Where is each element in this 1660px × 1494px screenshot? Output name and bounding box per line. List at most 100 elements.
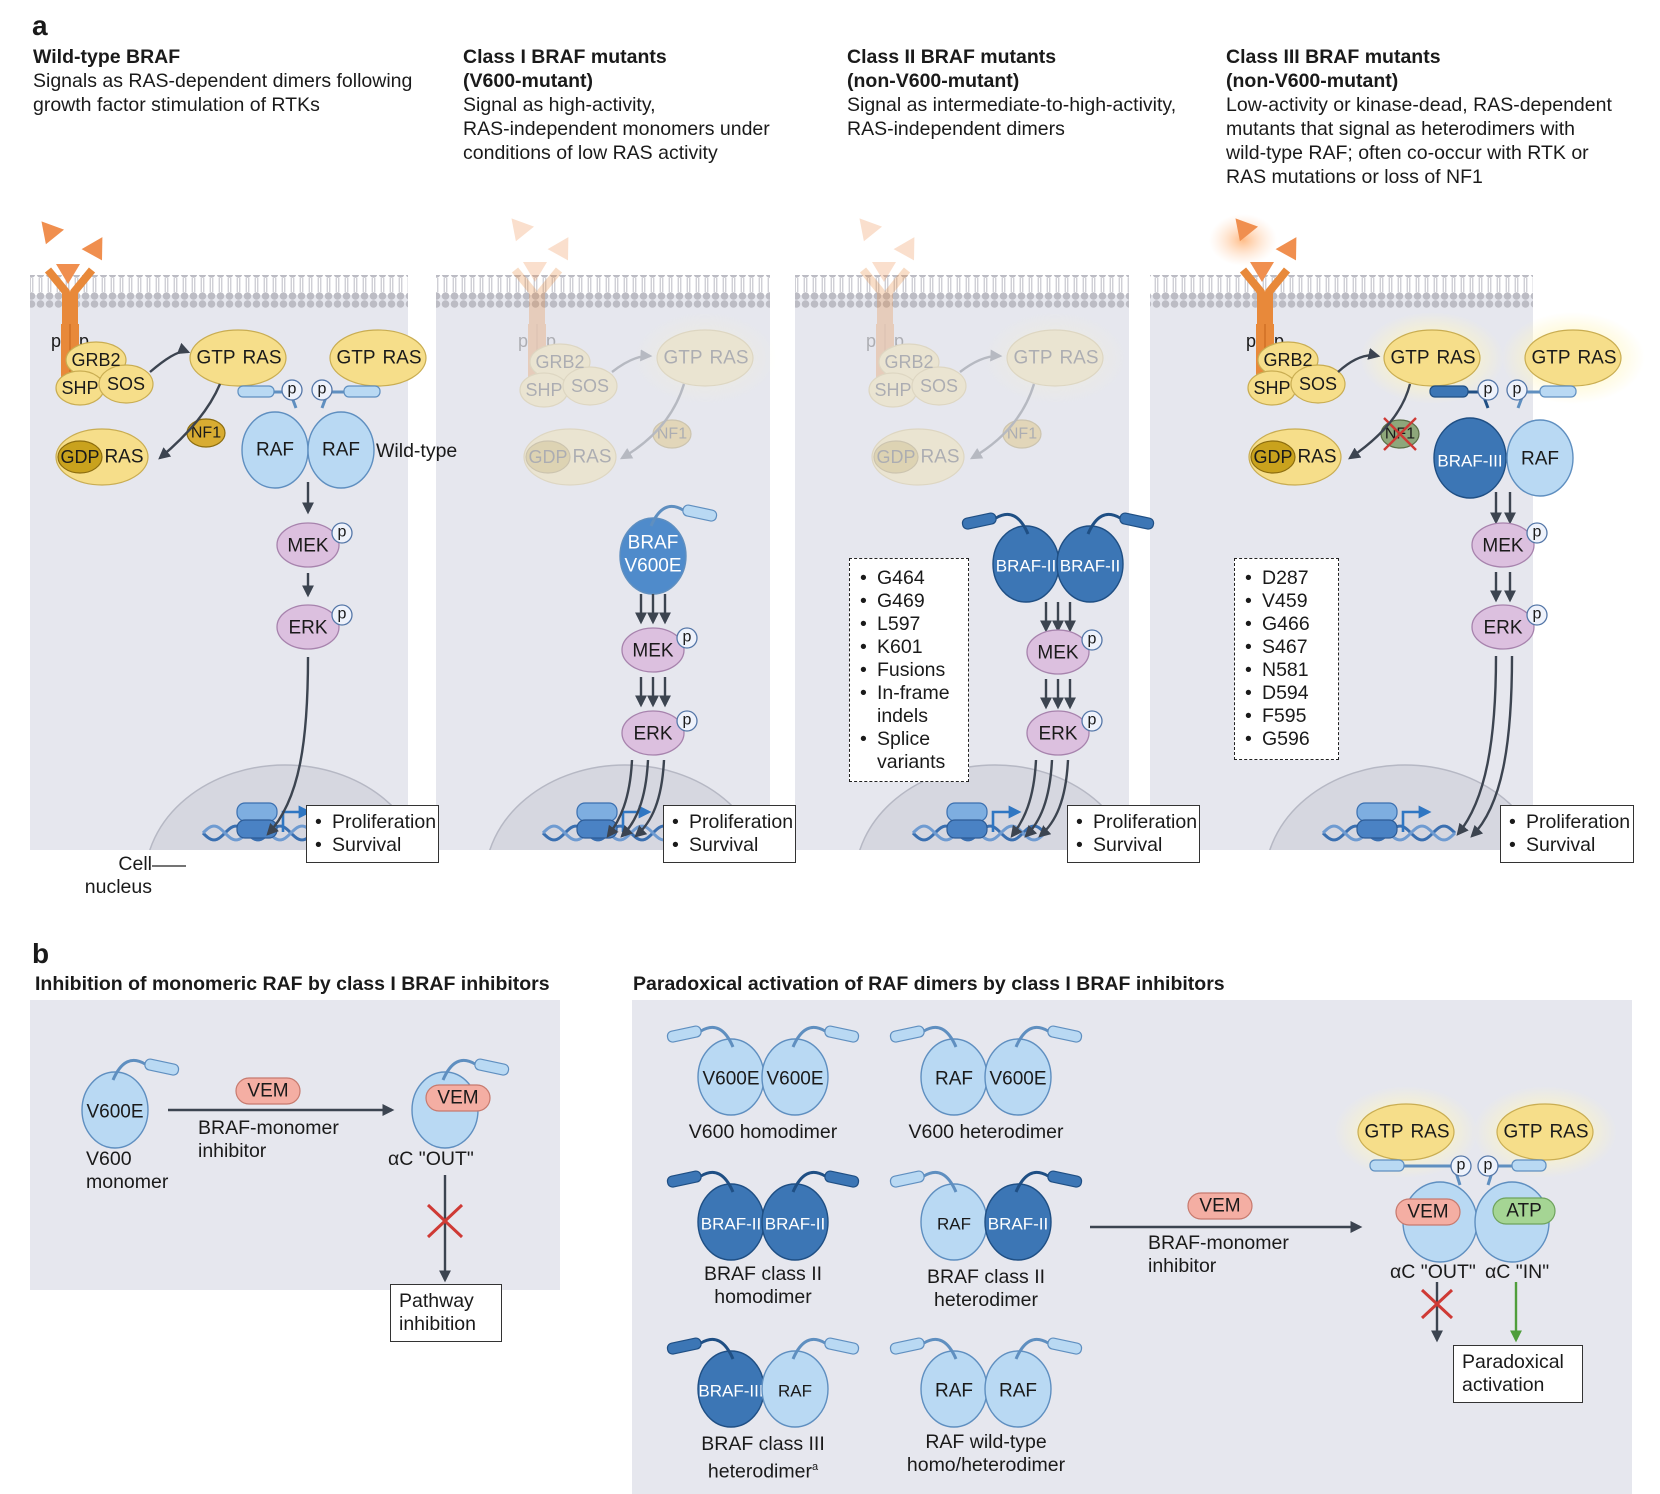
shp-label: SHP xyxy=(1253,378,1290,398)
gtp-ras-blob xyxy=(1357,1103,1455,1161)
raf-kinase-domain xyxy=(761,1038,829,1116)
ras-binding-domain xyxy=(666,1337,702,1355)
ras-active-glow xyxy=(633,312,777,404)
phospho-site: p xyxy=(311,379,333,401)
column-description-line: RAS-independent dimers xyxy=(847,118,1065,140)
outcome-item: Proliferation xyxy=(1509,811,1630,834)
raf-linker xyxy=(1014,1171,1049,1193)
phospho-circle xyxy=(1506,379,1528,401)
panel-b-label: b xyxy=(32,938,50,969)
atp-bound-tag: ATP xyxy=(1492,1197,1556,1225)
raf-kinase-domain xyxy=(761,1183,829,1261)
phospho-label: p xyxy=(318,381,327,398)
sos-blob xyxy=(911,366,967,406)
sos-label: SOS xyxy=(107,374,145,394)
phospho-circle xyxy=(1477,1155,1499,1177)
growth-factor-ligand xyxy=(547,237,569,261)
raf-kinase-domain xyxy=(984,1183,1052,1261)
dimer-caption-2: V600 heterodimer xyxy=(886,1121,1086,1144)
gtp-ras-blob xyxy=(656,329,754,387)
phospho-circle xyxy=(1526,522,1548,544)
footnote-marker: a xyxy=(811,1461,819,1473)
outcome-box-2: ProliferationSurvival xyxy=(663,805,796,863)
raf-monomer: V600E xyxy=(761,1025,860,1116)
raf-monomer: RAF xyxy=(889,1170,988,1261)
column-description-line: Signal as high-activity, xyxy=(463,94,656,116)
kinase-body xyxy=(621,627,685,673)
raf-linker xyxy=(791,1338,826,1360)
sos-blob xyxy=(1290,364,1346,404)
vem-label: VEM xyxy=(247,1081,288,1102)
ras-label: RAS xyxy=(1436,348,1475,369)
kinase-body xyxy=(1026,710,1090,756)
inhibition-x-mark xyxy=(426,1203,464,1239)
vem-inhibitor-tag: VEM xyxy=(1187,1192,1253,1220)
growth-factor-ligand xyxy=(81,237,103,261)
vem-pill xyxy=(1187,1192,1253,1220)
pathway-inhibition-line: inhibition xyxy=(399,1313,476,1335)
raf-label: V600E xyxy=(86,1102,143,1123)
mutation-item: S467 xyxy=(1245,636,1328,659)
ras-binding-domain xyxy=(961,512,997,530)
gef-arrow xyxy=(611,349,653,373)
class-ii-mutation-box: G464G469L597K601FusionsIn-frameindelsSpl… xyxy=(849,558,969,782)
column-description-line: RAS-independent monomers under xyxy=(463,118,770,140)
phospho-site: p xyxy=(1477,379,1499,401)
kinase-label: ERK xyxy=(633,724,672,745)
growth-factor-ligand xyxy=(1275,237,1297,261)
ras-label: RAS xyxy=(1297,447,1336,468)
phospho-circle xyxy=(331,522,353,544)
receptor-arm xyxy=(511,267,537,324)
braf-v600e-label: V600E xyxy=(624,556,681,577)
phospho-site: p xyxy=(1450,1155,1472,1177)
phospho-site: p xyxy=(331,522,353,544)
growth-factor-ligand xyxy=(872,262,896,282)
raf-monomer: RAF xyxy=(761,1337,860,1428)
panel-b-left-title: Inhibition of monomeric RAF by class I B… xyxy=(35,973,550,995)
mutation-item: variants xyxy=(877,751,946,773)
vem-pill xyxy=(235,1077,301,1105)
kinase-label: MEK xyxy=(287,536,329,557)
phospho-site: p xyxy=(331,604,353,626)
kinase-body xyxy=(621,710,685,756)
raf-label: RAF xyxy=(778,1382,812,1401)
receptor-transmembrane xyxy=(528,324,546,386)
loss-x-mark xyxy=(1383,417,1417,451)
raf-linker xyxy=(1086,513,1121,535)
phospho-site: p xyxy=(1526,604,1548,626)
ras-binding-domain xyxy=(1047,1170,1083,1188)
phospho-p-label: p xyxy=(1274,331,1284,351)
dimer-caption-4-line: BRAF class II xyxy=(926,1266,1046,1288)
mutation-item: D594 xyxy=(1245,682,1328,705)
phospho-label: p xyxy=(338,606,347,623)
column-title: Class III BRAF mutants xyxy=(1226,46,1441,68)
receptor-tyrosine-kinase xyxy=(511,267,563,386)
ras-binding-domain xyxy=(824,1170,860,1188)
outcome-item: Survival xyxy=(315,834,430,857)
column-description-line: Signals as RAS-dependent dimers followin… xyxy=(33,70,413,92)
ras-label: RAS xyxy=(382,348,421,369)
kinase-body xyxy=(1471,604,1535,650)
growth-factor-ligand xyxy=(56,264,80,284)
gdp-blob xyxy=(873,440,919,474)
raf-label: V600E xyxy=(702,1069,759,1090)
braf-iii-label: BRAF-III xyxy=(1437,452,1502,471)
